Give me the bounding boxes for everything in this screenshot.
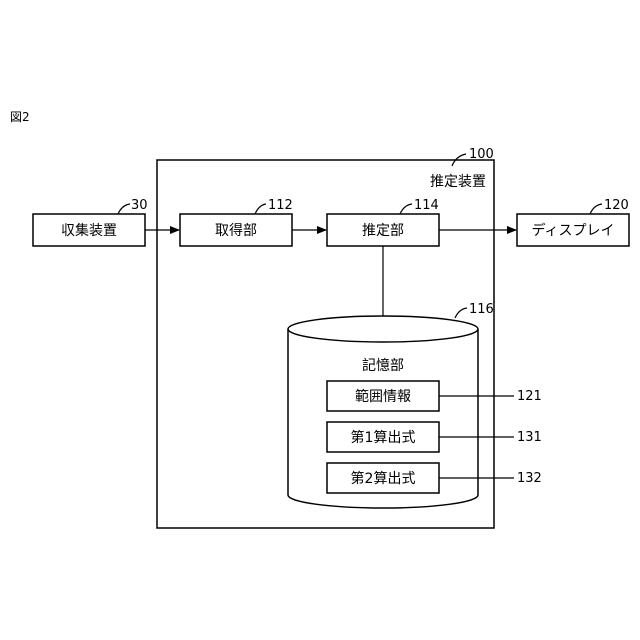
estimation-ref: 114	[414, 198, 439, 213]
storage-item-label: 第1算出式	[351, 429, 416, 446]
estimation-device-ref: 100	[469, 147, 494, 162]
collector-label: 収集装置	[61, 222, 117, 239]
storage-label: 記憶部	[362, 357, 404, 374]
display-leader	[590, 204, 602, 214]
acquisition-ref: 112	[268, 198, 293, 213]
display-label: ディスプレイ	[531, 222, 614, 239]
collector-ref: 30	[131, 198, 148, 213]
estimation-device-label: 推定装置	[430, 174, 486, 190]
storage-item-label: 第2算出式	[351, 470, 416, 487]
acquisition-label: 取得部	[215, 222, 257, 239]
storage-item-label: 範囲情報	[355, 388, 411, 405]
display-ref: 120	[604, 198, 629, 213]
storage-item-ref: 121	[517, 389, 542, 404]
storage-ref: 116	[469, 302, 494, 317]
storage-cylinder-top	[288, 316, 478, 342]
storage-item-ref: 131	[517, 430, 542, 445]
estimation-label: 推定部	[362, 223, 404, 239]
collector-leader	[118, 204, 130, 214]
figure-label: 図2	[10, 110, 30, 124]
storage-item-ref: 132	[517, 471, 542, 486]
